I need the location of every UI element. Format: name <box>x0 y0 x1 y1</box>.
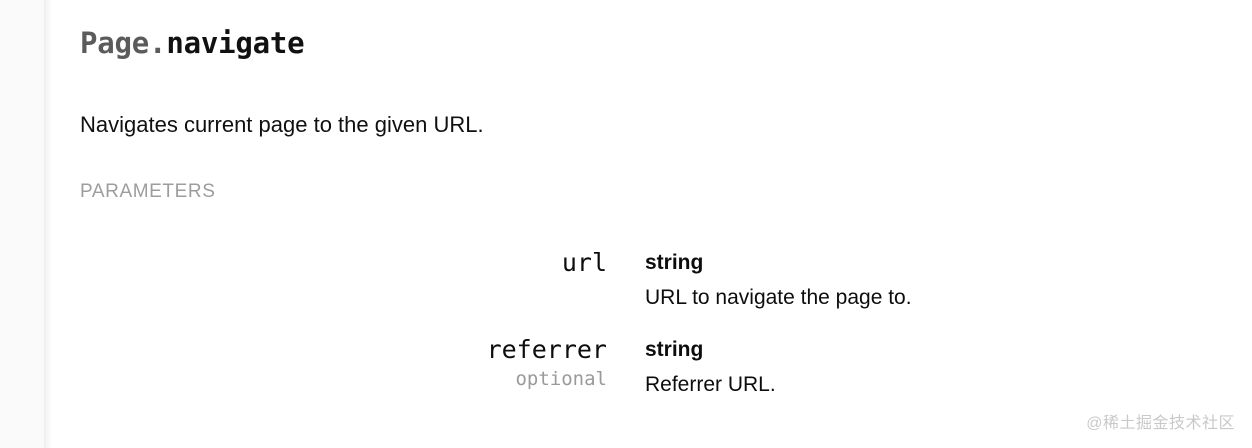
sidebar-edge-divider <box>44 0 52 448</box>
doc-content: Page.navigate Navigates current page to … <box>52 0 1252 448</box>
sidebar-rail <box>0 0 44 448</box>
page-title: Page.navigate <box>80 24 305 62</box>
parameter-detail-column: string Referrer URL. <box>645 335 1252 400</box>
parameter-detail-column: string URL to navigate the page to. <box>645 248 1252 313</box>
parameter-name: referrer <box>486 335 607 364</box>
page-title-member: navigate <box>166 26 305 60</box>
parameter-optional-flag: optional <box>515 368 607 390</box>
page-title-namespace: Page. <box>80 26 167 60</box>
parameter-name-column: url <box>52 248 645 278</box>
parameter-type: string <box>645 338 704 361</box>
parameter-row-referrer: referrer optional string Referrer URL. <box>52 335 1252 400</box>
parameter-description: URL to navigate the page to. <box>645 286 912 309</box>
parameter-type: string <box>645 251 704 274</box>
parameters-list: url string URL to navigate the page to. … <box>52 248 1252 422</box>
parameter-name: url <box>561 248 607 277</box>
parameters-section-label: PARAMETERS <box>80 181 216 202</box>
parameter-row-url: url string URL to navigate the page to. <box>52 248 1252 313</box>
parameter-name-column: referrer optional <box>52 335 645 393</box>
watermark: @稀土掘金技术社区 <box>1086 415 1235 432</box>
parameter-description: Referrer URL. <box>645 373 776 396</box>
api-summary: Navigates current page to the given URL. <box>80 112 484 137</box>
